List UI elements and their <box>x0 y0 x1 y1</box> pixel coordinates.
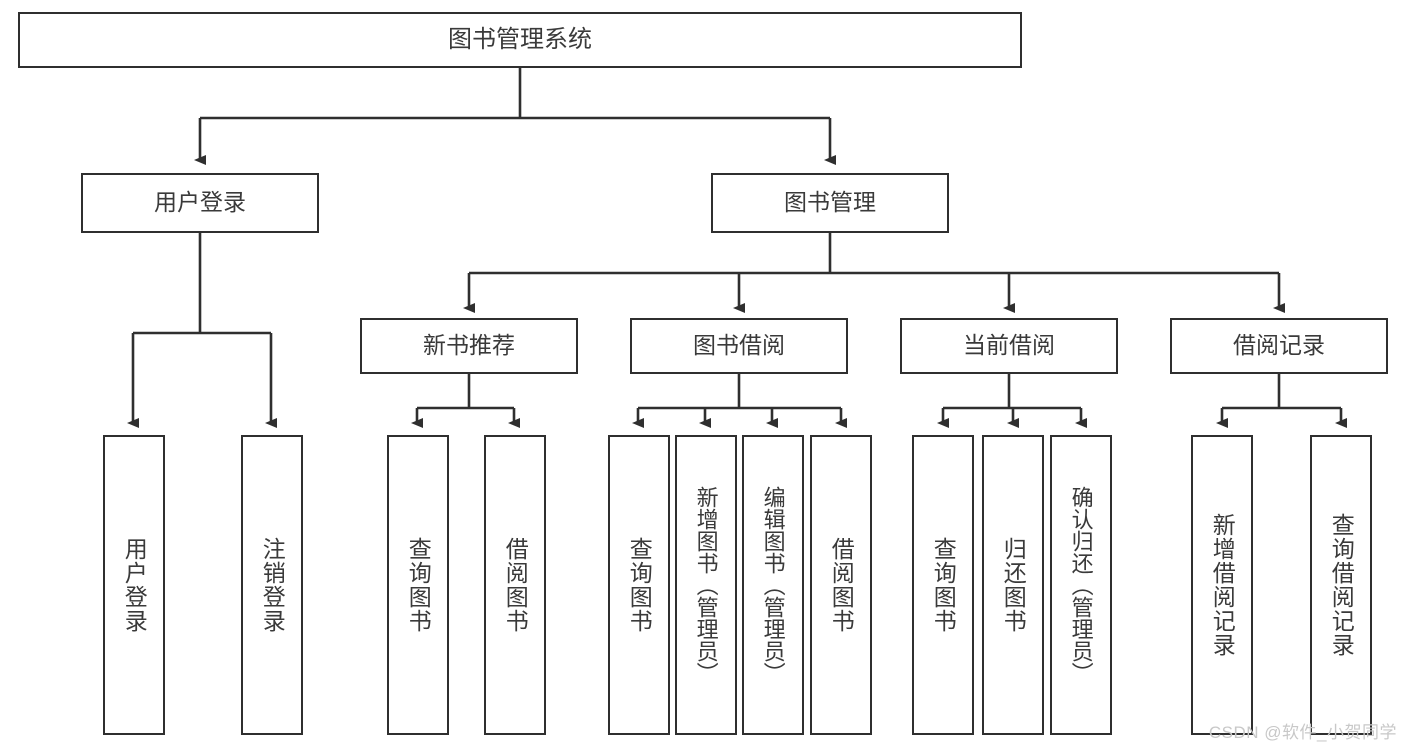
node-leaf-add-book[interactable]: 新增图书（管理员） <box>675 435 737 735</box>
node-borrow-record[interactable]: 借阅记录 <box>1170 318 1388 374</box>
node-label: 编辑图书（管理员） <box>760 486 786 684</box>
node-root-book-management-system[interactable]: 图书管理系统 <box>18 12 1022 68</box>
node-leaf-edit-book[interactable]: 编辑图书（管理员） <box>742 435 804 735</box>
node-label: 图书管理 <box>784 189 876 216</box>
node-leaf-confirm-return[interactable]: 确认归还（管理员） <box>1050 435 1112 735</box>
node-label: 借阅记录 <box>1233 332 1325 359</box>
node-label: 图书借阅 <box>693 332 785 359</box>
csdn-watermark: CSDN @软件_小贺同学 <box>1208 723 1397 742</box>
node-new-book-recommend[interactable]: 新书推荐 <box>360 318 578 374</box>
node-label: 当前借阅 <box>963 332 1055 359</box>
node-label: 新书推荐 <box>423 332 515 359</box>
node-leaf-query-book-3[interactable]: 查询图书 <box>912 435 974 735</box>
node-leaf-user-login[interactable]: 用户登录 <box>103 435 165 735</box>
node-leaf-query-book-2[interactable]: 查询图书 <box>608 435 670 735</box>
node-label: 用户登录 <box>154 189 246 216</box>
node-label: 归还图书 <box>1000 537 1027 633</box>
node-leaf-borrow-book-2[interactable]: 借阅图书 <box>810 435 872 735</box>
node-book-borrow[interactable]: 图书借阅 <box>630 318 848 374</box>
node-book-management[interactable]: 图书管理 <box>711 173 949 233</box>
node-label: 新增借阅记录 <box>1209 513 1236 657</box>
node-label: 查询借阅记录 <box>1328 513 1355 657</box>
node-leaf-query-book-1[interactable]: 查询图书 <box>387 435 449 735</box>
node-label: 借阅图书 <box>828 537 855 633</box>
node-label: 查询图书 <box>626 537 653 633</box>
node-user-login[interactable]: 用户登录 <box>81 173 319 233</box>
node-label: 借阅图书 <box>502 537 529 633</box>
node-leaf-return-book[interactable]: 归还图书 <box>982 435 1044 735</box>
node-label: 新增图书（管理员） <box>693 486 719 684</box>
node-label: 注销登录 <box>259 537 286 633</box>
node-label: 查询图书 <box>930 537 957 633</box>
node-current-borrow[interactable]: 当前借阅 <box>900 318 1118 374</box>
node-leaf-borrow-book-1[interactable]: 借阅图书 <box>484 435 546 735</box>
node-label: 用户登录 <box>121 537 148 633</box>
node-leaf-query-record[interactable]: 查询借阅记录 <box>1310 435 1372 735</box>
node-label: 查询图书 <box>405 537 432 633</box>
node-leaf-add-record[interactable]: 新增借阅记录 <box>1191 435 1253 735</box>
node-leaf-user-logout[interactable]: 注销登录 <box>241 435 303 735</box>
node-label: 图书管理系统 <box>448 25 592 53</box>
node-label: 确认归还（管理员） <box>1068 486 1094 684</box>
